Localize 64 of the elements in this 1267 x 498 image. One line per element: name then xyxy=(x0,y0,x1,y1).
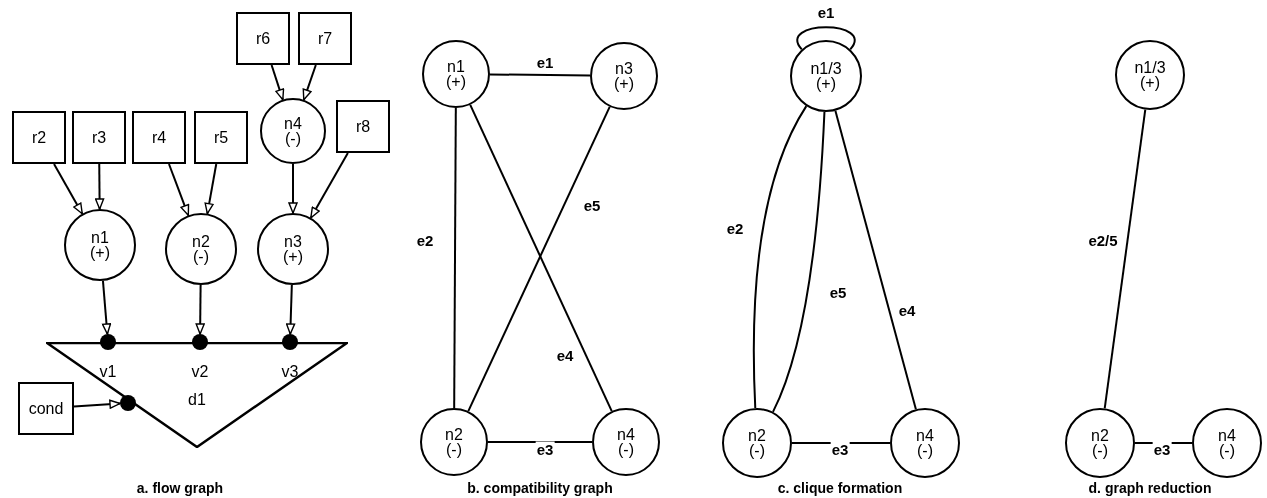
connector xyxy=(1134,442,1193,444)
node-label: r7 xyxy=(317,31,333,46)
connector xyxy=(195,284,205,335)
node-label: n4 (-) xyxy=(617,427,635,457)
node-label: n1/3 (+) xyxy=(1134,60,1166,90)
caption: c. clique formation xyxy=(777,481,903,495)
process-box xyxy=(336,100,390,153)
process-box xyxy=(12,111,66,164)
node-label: n4 (-) xyxy=(284,116,302,146)
connector xyxy=(1103,108,1147,410)
caption: a. flow graph xyxy=(136,481,224,495)
connector xyxy=(772,110,826,413)
process-box xyxy=(132,111,186,164)
port-label: v1 xyxy=(99,364,117,380)
process-box xyxy=(18,382,74,435)
node-label: n3 (+) xyxy=(614,61,634,91)
connector xyxy=(489,73,591,77)
port-label: v2 xyxy=(191,364,209,380)
node-label: n1 (+) xyxy=(446,59,466,89)
node-label: r8 xyxy=(355,119,371,134)
caption: b. compatibility graph xyxy=(467,481,613,495)
node-label: n4 (-) xyxy=(1218,428,1236,458)
node-label: n1 (+) xyxy=(90,230,110,260)
process-box xyxy=(194,111,248,164)
process-box xyxy=(236,12,290,65)
connector xyxy=(288,163,298,214)
node-label: r4 xyxy=(151,130,167,145)
connector xyxy=(752,105,808,410)
process-box xyxy=(72,111,126,164)
node-label: n2 (-) xyxy=(1091,428,1109,458)
connector xyxy=(204,163,218,215)
connector xyxy=(94,163,105,210)
connector xyxy=(796,26,856,51)
edge-label: e3 xyxy=(1152,441,1172,457)
caption: d. graph reduction xyxy=(1088,481,1212,495)
node-label: d1 xyxy=(188,390,206,410)
connector xyxy=(73,399,121,409)
node-label: n2 (-) xyxy=(445,427,463,457)
connector xyxy=(302,64,317,101)
connector xyxy=(285,284,296,335)
process-box xyxy=(298,12,352,65)
node-label: n2 (-) xyxy=(748,428,766,458)
node-label: r5 xyxy=(213,130,229,145)
connector xyxy=(453,107,457,409)
connector xyxy=(53,163,84,215)
node-label: n1/3 (+) xyxy=(810,61,842,91)
port-label: v3 xyxy=(281,364,299,380)
connector xyxy=(309,152,349,219)
connector xyxy=(270,64,285,101)
node-label: n3 (+) xyxy=(283,234,303,264)
node-label: r3 xyxy=(91,130,107,145)
node-label: r6 xyxy=(255,31,271,46)
connector xyxy=(168,163,190,217)
connector xyxy=(101,279,112,336)
edge-label: e3 xyxy=(535,441,555,457)
edge-label: e3 xyxy=(830,441,850,457)
node-label: n2 (-) xyxy=(192,234,210,264)
connector xyxy=(791,442,891,444)
node-label: r2 xyxy=(31,130,47,145)
node-label: cond xyxy=(28,401,64,416)
node-label: n4 (-) xyxy=(916,428,934,458)
connector xyxy=(487,441,593,443)
connector xyxy=(834,109,917,411)
edge-label: e2/5 xyxy=(1087,232,1119,248)
